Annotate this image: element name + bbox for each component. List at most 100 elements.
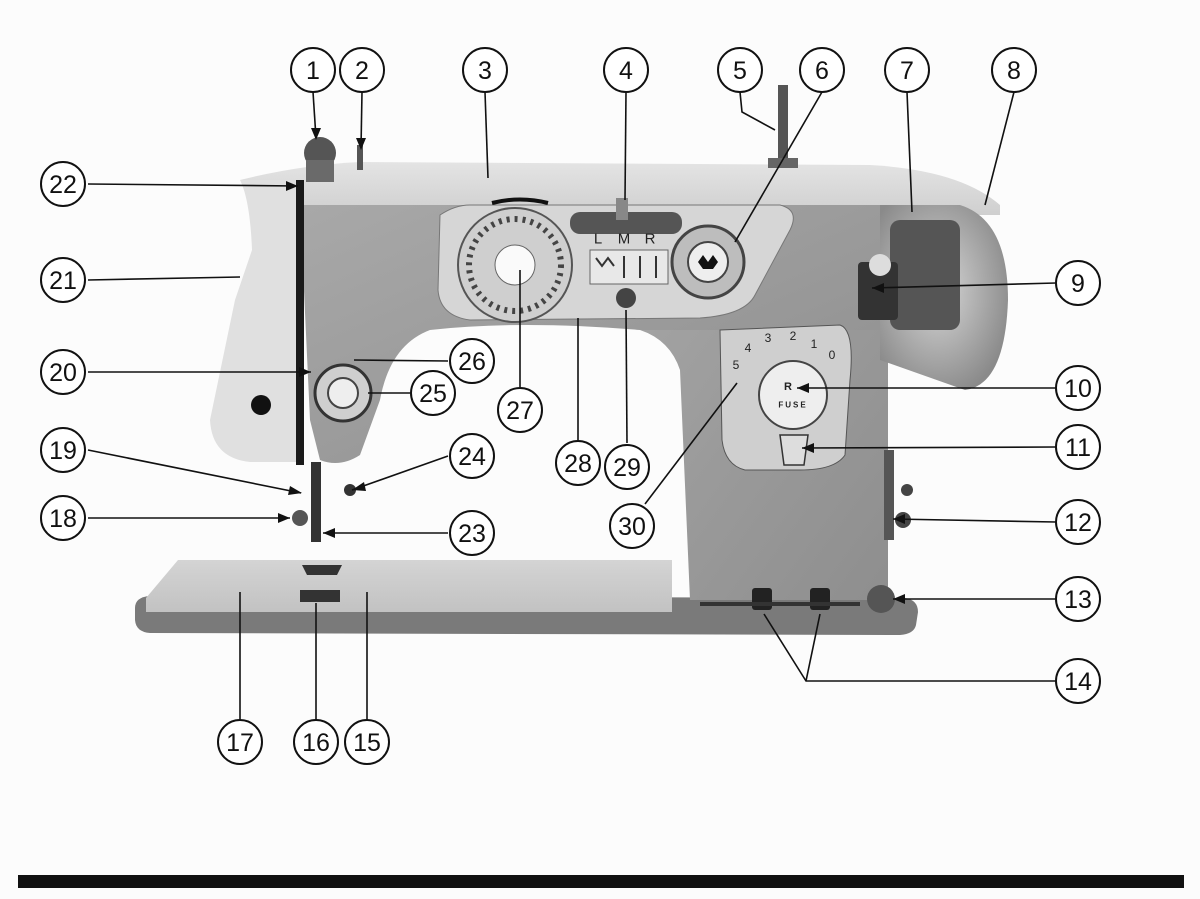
leader-5	[739, 91, 776, 131]
callout-circle	[40, 257, 86, 303]
machine-arm-top	[240, 162, 1000, 215]
callout-number: 11	[1065, 434, 1091, 462]
leader-30	[644, 382, 738, 505]
callout-8: 8	[991, 47, 1037, 93]
callout-circle	[293, 719, 339, 765]
callout-circle	[40, 161, 86, 207]
callout-4: 4	[603, 47, 649, 93]
callout-circle	[1055, 499, 1101, 545]
leader-29	[625, 309, 628, 444]
callout-number: 10	[1064, 375, 1092, 403]
callout-number: 14	[1064, 668, 1092, 696]
callout-number: 6	[815, 57, 829, 85]
callout-circle	[1055, 260, 1101, 306]
callout-number: 21	[49, 267, 77, 295]
callout-circle	[344, 719, 390, 765]
leader-7	[906, 91, 913, 213]
callout-number: 5	[733, 57, 747, 85]
callout-24: 24	[449, 433, 495, 479]
callout-circle	[217, 719, 263, 765]
callout-30: 30	[609, 503, 655, 549]
scale-mark-3: 3	[765, 331, 772, 345]
callout-circle	[290, 47, 336, 93]
callout-number: 28	[564, 450, 592, 478]
leader-9	[871, 282, 1057, 289]
needle-bar	[311, 462, 321, 542]
callout-number: 29	[613, 454, 641, 482]
scale-mark-0: 0	[829, 348, 836, 362]
callout-10: 10	[1055, 365, 1101, 411]
callout-circle	[497, 387, 543, 433]
scale-mark-1: 1	[811, 337, 818, 351]
callout-number: 12	[1064, 509, 1092, 537]
light-switch	[752, 588, 772, 610]
callout-number: 1	[306, 57, 320, 85]
leader-6	[734, 91, 823, 243]
callout-17: 17	[217, 719, 263, 765]
presser-foot	[302, 565, 342, 575]
callout-7: 7	[884, 47, 930, 93]
callout-14: 14	[1055, 658, 1101, 704]
head-screw-hole	[251, 395, 271, 415]
callout-13: 13	[1055, 576, 1101, 622]
reverse-letter: R	[784, 381, 792, 393]
callout-25: 25	[410, 370, 456, 416]
callout-circle	[603, 47, 649, 93]
stitch-width-knob	[616, 288, 636, 308]
leader-arrowheads	[278, 128, 905, 604]
callout-number: 2	[355, 57, 369, 85]
callout-circle	[609, 503, 655, 549]
clutch-knob	[890, 220, 960, 330]
callout-circle	[449, 338, 495, 384]
callout-18: 18	[40, 495, 86, 541]
selector-window	[570, 212, 682, 234]
leader-3	[484, 91, 489, 179]
callout-12: 12	[1055, 499, 1101, 545]
reverse-lever	[779, 434, 809, 466]
callout-circle	[1055, 365, 1101, 411]
bottom-border-bar	[18, 875, 1184, 888]
callout-circle	[1055, 424, 1101, 470]
callout-circle	[40, 495, 86, 541]
spool-pin	[778, 85, 788, 165]
leader-11	[801, 446, 1057, 449]
callout-29: 29	[604, 444, 650, 490]
callout-circle	[884, 47, 930, 93]
callout-circle	[339, 47, 385, 93]
callout-1: 1	[290, 47, 336, 93]
callout-circle	[604, 444, 650, 490]
callout-circle	[410, 370, 456, 416]
callout-28: 28	[555, 440, 601, 486]
machine-bed	[146, 560, 672, 612]
callout-number: 24	[458, 443, 486, 471]
callout-circle	[1055, 658, 1101, 704]
callout-27: 27	[497, 387, 543, 433]
selector-letter-r: R	[645, 231, 656, 248]
callout-number: 15	[353, 729, 381, 757]
callout-11: 11	[1055, 424, 1101, 470]
leader-lines	[87, 91, 1057, 720]
callout-number: 18	[49, 505, 77, 533]
stitch-length-scale: 5 4 3 2 1 0	[733, 329, 836, 372]
callout-circle	[40, 427, 86, 473]
callout-number: 19	[49, 437, 77, 465]
scale-mark-2: 2	[790, 329, 797, 343]
leader-8	[984, 91, 1015, 206]
callout-circle	[1055, 576, 1101, 622]
callout-number: 20	[49, 359, 77, 387]
callout-9: 9	[1055, 260, 1101, 306]
scale-mark-5: 5	[733, 358, 740, 372]
leader-21	[87, 276, 241, 281]
callout-number: 8	[1007, 57, 1021, 85]
machine-head	[210, 180, 300, 462]
presser-foot-screw	[292, 510, 308, 526]
leader-12	[892, 518, 1057, 523]
callout-2: 2	[339, 47, 385, 93]
callout-3: 3	[462, 47, 508, 93]
motor-knob	[867, 585, 895, 613]
callout-circle	[449, 510, 495, 556]
callout-circle	[799, 47, 845, 93]
leader-26	[353, 359, 449, 362]
